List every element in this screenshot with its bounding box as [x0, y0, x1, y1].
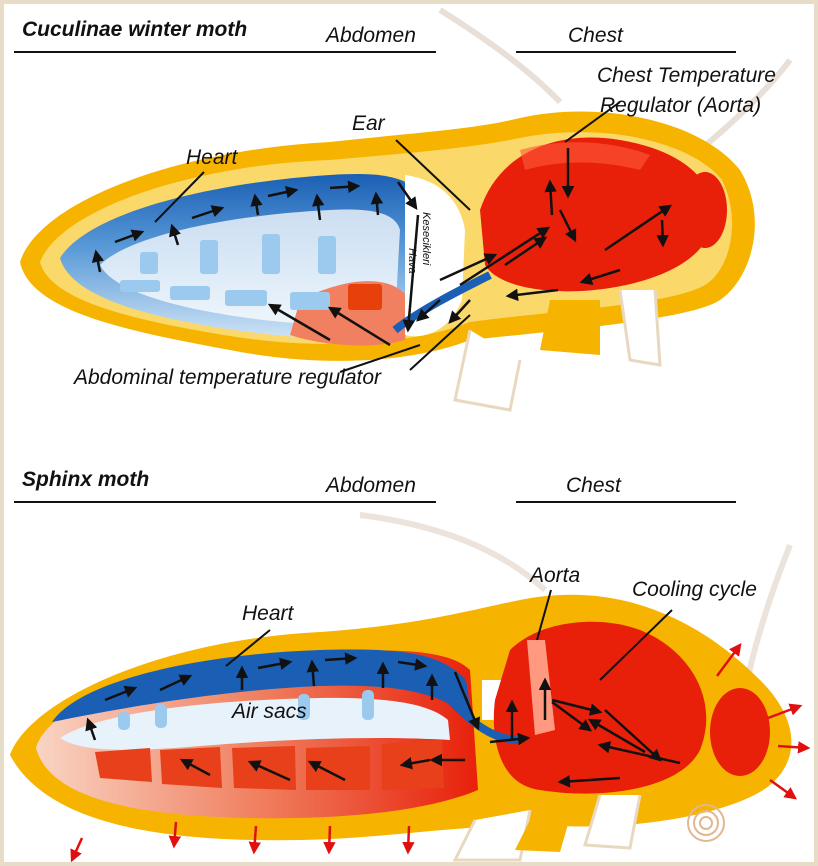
top-chest-label: Chest [568, 24, 623, 48]
ear-label: Ear [352, 112, 385, 136]
abdominal-regulator-label: Abdominal temperature regulator [74, 366, 381, 390]
chest-regulator-label-line1: Chest Temperature [597, 64, 776, 88]
air-sacs-label-line2: Kesecikleri [420, 212, 432, 265]
bottom-heart-label: Heart [242, 602, 293, 626]
top-abdomen-label: Abdomen [326, 24, 416, 48]
top-heart-label: Heart [186, 146, 237, 170]
aorta-label: Aorta [530, 564, 580, 588]
bottom-chest-label: Chest [566, 474, 621, 498]
abdomen-segment-red [348, 284, 382, 310]
air-sacs-label-line1: Hava [406, 248, 418, 274]
top-title: Cuculinae winter moth [22, 18, 247, 42]
leg [540, 300, 600, 355]
chest-regulator-label-line2: Regulator (Aorta) [600, 94, 761, 118]
cooling-cycle-label: Cooling cycle [632, 578, 757, 602]
bottom-title: Sphinx moth [22, 468, 149, 492]
bottom-abdomen-label: Abdomen [326, 474, 416, 498]
head [683, 172, 727, 248]
air-sacs-label: Air sacs [232, 700, 307, 724]
head [710, 688, 770, 776]
